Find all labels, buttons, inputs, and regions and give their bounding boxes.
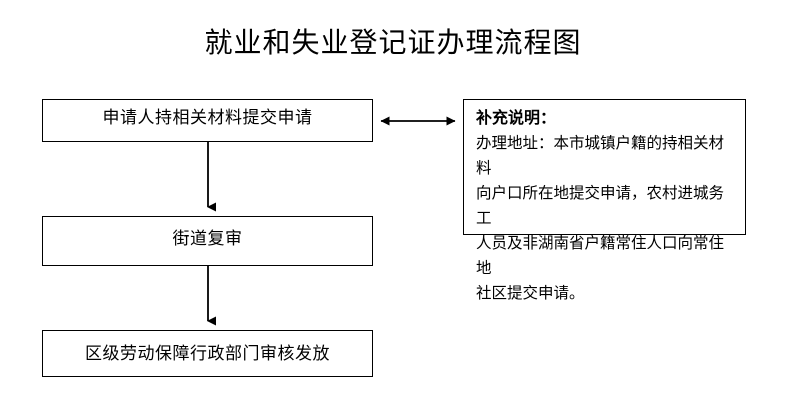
supplementary-note-box: 补充说明： 办理地址：本市城镇户籍的持相关材料 向户口所在地提交申请，农村进城务…: [463, 99, 746, 302]
note-line: 人员及非湖南省户籍常住人口向常住地: [476, 235, 725, 277]
note-line: 社区提交申请。: [476, 285, 585, 302]
page-title: 就业和失业登记证办理流程图: [204, 28, 582, 59]
flow-step-apply-label: 申请人持相关材料提交申请: [102, 107, 313, 127]
flow-step-issue-label: 区级劳动保障行政部门审核发放: [85, 343, 330, 363]
flow-step-review-label: 街道复审: [172, 229, 243, 248]
flow-step-review: 街道复审: [42, 216, 373, 266]
note-body: 办理地址：本市城镇户籍的持相关材料 向户口所在地提交申请，农村进城务工 人员及非…: [476, 131, 735, 306]
flow-step-issue: 区级劳动保障行政部门审核发放: [42, 330, 373, 377]
note-line: 办理地址：本市城镇户籍的持相关材料: [476, 135, 725, 177]
flow-step-apply: 申请人持相关材料提交申请: [42, 99, 373, 142]
note-line: 向户口所在地提交申请，农村进城务工: [476, 185, 725, 227]
note-title: 补充说明：: [476, 110, 557, 127]
